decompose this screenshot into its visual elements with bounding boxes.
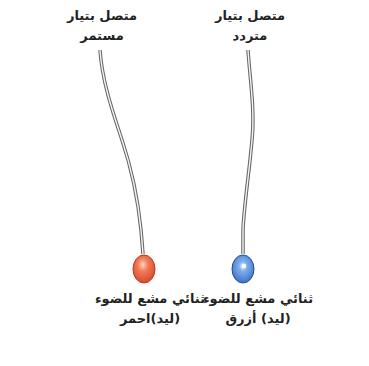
red-led-label: ثنائي مشع للضوء (ليد)احمر xyxy=(94,289,206,329)
blue-led xyxy=(232,255,254,283)
wire xyxy=(243,50,253,254)
blue-led-label: ثنائي مشع للضوء (ليد) أزرق xyxy=(202,289,314,329)
dc-label: متصل بتيار مستمر xyxy=(59,6,145,46)
wire xyxy=(100,50,143,254)
ac-label: متصل بتيار متردد xyxy=(207,6,293,46)
red-led xyxy=(133,255,155,283)
